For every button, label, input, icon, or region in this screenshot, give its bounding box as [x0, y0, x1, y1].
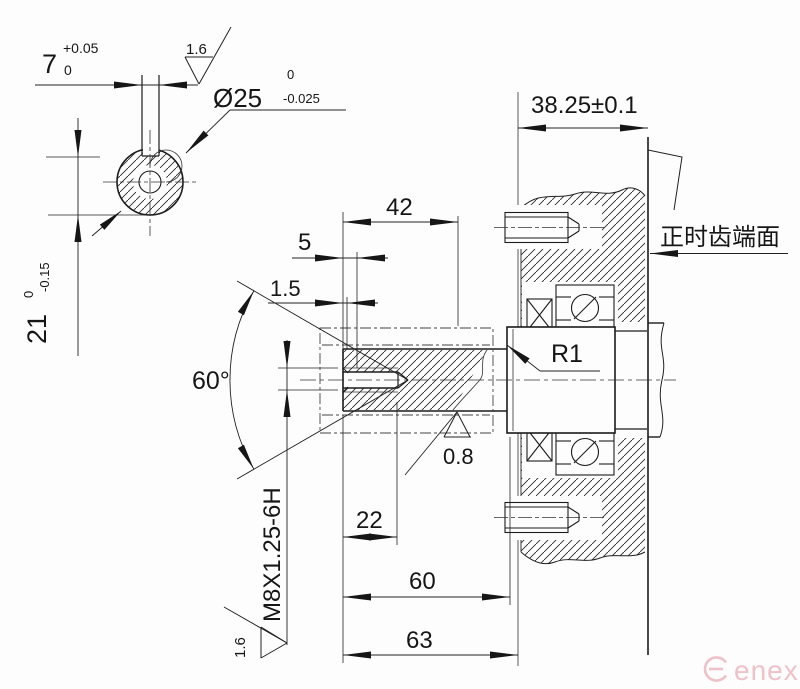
- tapped-hole-m8: [342, 367, 409, 393]
- dim-shaft-dia-tol-lo: -0.025: [283, 91, 320, 106]
- dim-keyway-width-tol-up: +0.05: [63, 40, 99, 56]
- watermark: enex: [703, 655, 799, 686]
- finish-bore-value: 0.8: [443, 444, 474, 469]
- dim-63: 63: [406, 627, 433, 654]
- keyway-slot: [141, 75, 160, 157]
- dim-60: 60: [409, 568, 436, 595]
- dim-shaft-dia: Ø25: [213, 83, 262, 113]
- phantom-component-outline: [319, 327, 494, 434]
- dim-keyway-depth-tol-lo: -0.15: [37, 262, 52, 292]
- thread-callout: M8X1.25-6H: [259, 487, 286, 622]
- dim-angle-60: 60°: [192, 367, 230, 395]
- top-bearing-bore: [522, 282, 618, 333]
- watermark-text: enex: [734, 655, 799, 686]
- finish-thread-value: 1.6: [232, 637, 249, 658]
- arrowheads: [74, 81, 678, 659]
- dimension-text: 7 +0.05 0 1.6 Ø25 0 -0.025 21 0 -0.15 42…: [21, 40, 780, 658]
- timing-gear-face-label: 正时齿端面: [660, 224, 780, 251]
- dim-42: 42: [386, 194, 413, 221]
- dim-keyway-width: 7: [42, 49, 57, 79]
- finish-keyway-value: 1.6: [186, 41, 207, 58]
- bottom-set-screw: [504, 501, 580, 534]
- dim-r1: R1: [551, 340, 583, 368]
- dim-keyway-depth-tol-up: 0: [21, 291, 36, 298]
- dim-shaft-dia-tol-up: 0: [287, 67, 294, 82]
- shaft-end-view: [103, 75, 198, 236]
- watermark-logo-icon: [703, 656, 728, 682]
- dim-keyway-width-tol-lo: 0: [64, 62, 72, 78]
- dim-keyway-depth: 21: [22, 314, 52, 344]
- surface-finish-icon: [184, 26, 471, 659]
- dim-5: 5: [298, 229, 311, 256]
- dim-22: 22: [356, 507, 383, 534]
- dim-38-25: 38.25±0.1: [531, 92, 638, 119]
- dim-1-5: 1.5: [270, 276, 301, 301]
- bottom-bearing-bore: [522, 427, 618, 478]
- crankcase-section: [494, 92, 683, 666]
